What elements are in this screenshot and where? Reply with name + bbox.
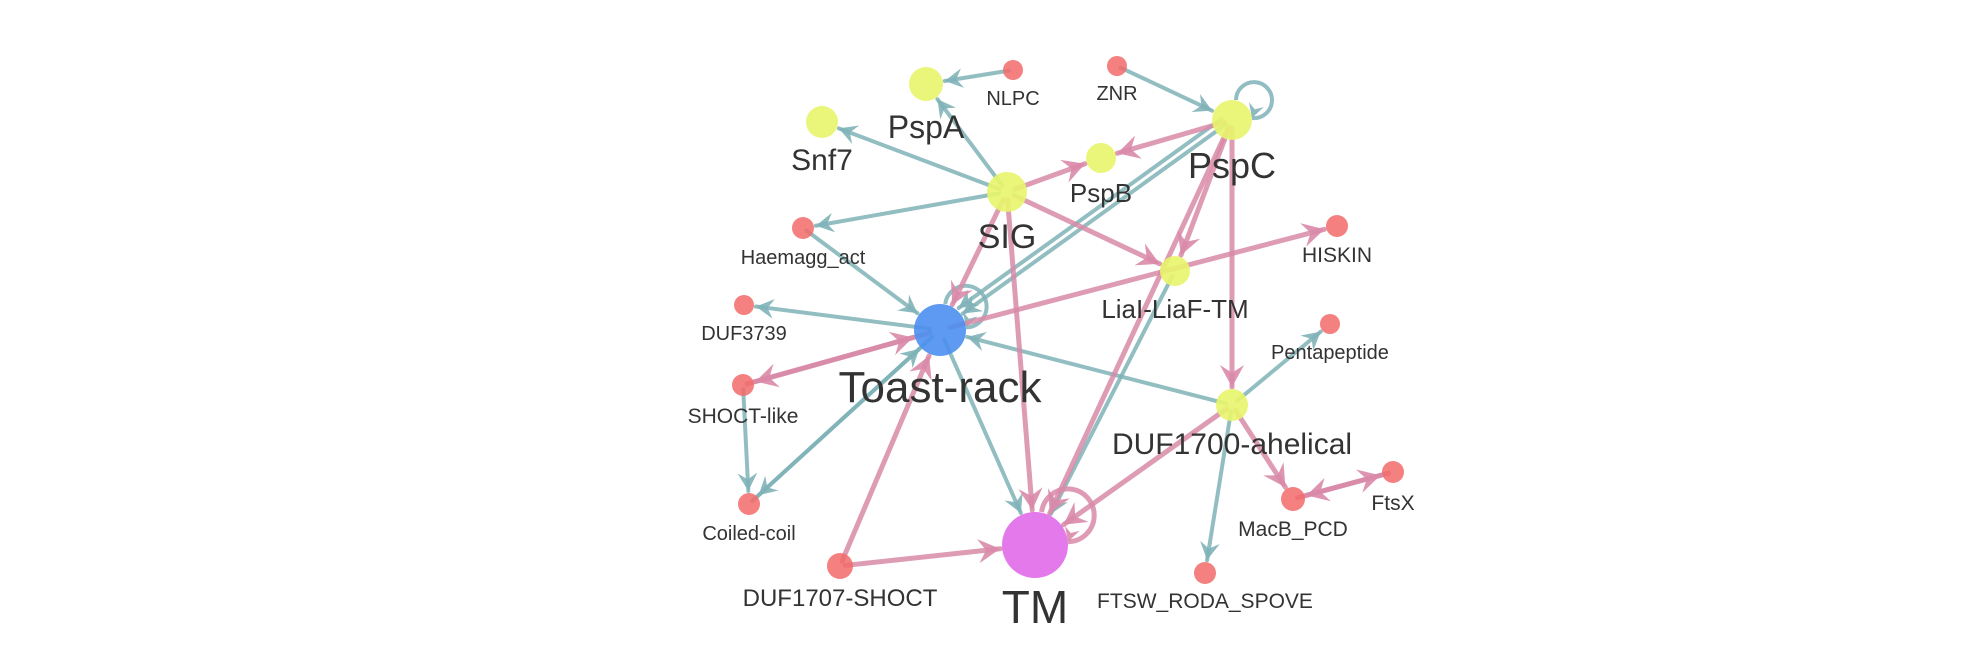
edge-pspc-to-pspb <box>1114 119 1227 159</box>
node-label-pentapeptide: Pentapeptide <box>1271 342 1389 364</box>
node-label-pspc: PspC <box>1188 145 1276 186</box>
node-liai-liaf-tm <box>1160 256 1190 286</box>
node-label-hiskin: HISKIN <box>1302 244 1372 267</box>
edge-ftsx-to-macb-pcd <box>1304 470 1392 502</box>
node-znr <box>1107 56 1127 76</box>
node-label-haemagg-act: Haemagg_act <box>741 247 866 269</box>
node-label-ftsx: FtsX <box>1371 492 1414 515</box>
edge-sig-to-toast-rack <box>949 196 1007 308</box>
edge-shoct-like-to-toast-rack <box>744 331 916 387</box>
node-pspb <box>1086 143 1116 173</box>
node-toast-rack <box>914 304 966 356</box>
edge-sig-to-tm <box>1005 197 1043 513</box>
edge-pspc-to-duf1700-ahelical <box>1219 125 1245 390</box>
node-label-pspa: PspA <box>888 109 965 145</box>
node-ftsw-roda-spove <box>1194 562 1216 584</box>
node-tm <box>1002 512 1068 578</box>
node-pspc <box>1212 100 1252 140</box>
node-label-snf7: Snf7 <box>791 144 853 177</box>
edge-duf1700-ahelical-to-macb-pcd <box>1232 407 1288 490</box>
edge-duf1700-ahelical-to-toast-rack <box>965 331 1228 406</box>
edge-toast-rack-to-duf3739 <box>753 298 932 331</box>
node-label-duf1707-shoct: DUF1707-SHOCT <box>743 585 938 612</box>
node-ftsx <box>1382 461 1404 483</box>
edge-pspc-to-tm <box>1047 124 1232 516</box>
edge-layer <box>737 65 1392 568</box>
edge-pspc-to-pspc <box>1234 80 1274 121</box>
node-macb-pcd <box>1281 487 1305 511</box>
edge-sig-to-haemagg-act <box>813 191 1002 233</box>
node-hiskin <box>1326 215 1348 237</box>
edge-duf1700-ahelical-to-pentapeptide <box>1234 329 1323 403</box>
edge-toast-rack-to-coiled-coil <box>756 335 935 498</box>
node-label-coiled-coil: Coiled-coil <box>702 523 795 545</box>
edge-nlpc-to-pspa <box>942 68 1012 88</box>
node-haemagg-act <box>792 217 814 239</box>
edge-toast-rack-to-tm <box>942 337 1023 515</box>
edge-toast-rack-to-hiskin <box>947 223 1327 330</box>
edge-znr-to-pspc <box>1118 65 1215 113</box>
edge-shoct-like-to-coiled-coil <box>737 387 758 494</box>
node-layer <box>732 56 1404 584</box>
edge-sig-to-pspb <box>1012 159 1088 192</box>
edge-haemagg-act-to-toast-rack <box>804 228 920 316</box>
edge-tm-to-tm <box>1039 486 1097 545</box>
node-label-macb-pcd: MacB_PCD <box>1238 518 1348 541</box>
node-snf7 <box>806 106 838 138</box>
edge-sig-to-pspa <box>935 97 1005 188</box>
node-label-sig: SIG <box>978 218 1037 256</box>
node-label-liai-liaf-tm: LiaI-LiaF-TM <box>1101 294 1248 324</box>
node-label-znr: ZNR <box>1096 83 1137 105</box>
edge-sig-to-liai-liaf-tm <box>1011 192 1163 267</box>
edge-sig-to-snf7 <box>836 125 1002 192</box>
node-shoct-like <box>732 374 754 396</box>
node-nlpc <box>1003 60 1023 80</box>
node-pentapeptide <box>1320 314 1340 334</box>
node-label-ftsw-roda-spove: FTSW_RODA_SPOVE <box>1097 590 1313 613</box>
node-label-tm: TM <box>1002 581 1068 633</box>
node-label-toast-rack: Toast-rack <box>839 363 1043 412</box>
edge-duf1707-shoct-to-toast-rack <box>839 353 932 564</box>
label-layer: TM Toast-rack SIG PspC PspA PspB Snf7LiaI-LiaF… <box>688 83 1415 633</box>
node-duf1700-ahelical <box>1216 389 1248 421</box>
node-label-pspb: PspB <box>1070 178 1132 208</box>
node-pspa <box>909 67 943 101</box>
node-label-duf3739: DUF3739 <box>701 323 787 345</box>
edge-pspc-to-toast-rack <box>960 122 1228 316</box>
node-label-shoct-like: SHOCT-like <box>688 405 799 428</box>
node-coiled-coil <box>738 493 760 515</box>
edge-duf1700-ahelical-to-ftsw-roda-spove <box>1200 409 1233 563</box>
node-duf1707-shoct <box>827 553 853 579</box>
node-label-nlpc: NLPC <box>986 88 1039 110</box>
node-duf3739 <box>734 295 754 315</box>
node-sig <box>987 172 1027 212</box>
edge-pspc-to-toast-rack-2 <box>956 116 1224 310</box>
edge-duf1707-shoct-to-tm <box>842 539 1003 568</box>
node-label-duf1700-ahelical: DUF1700-ahelical <box>1112 428 1352 461</box>
